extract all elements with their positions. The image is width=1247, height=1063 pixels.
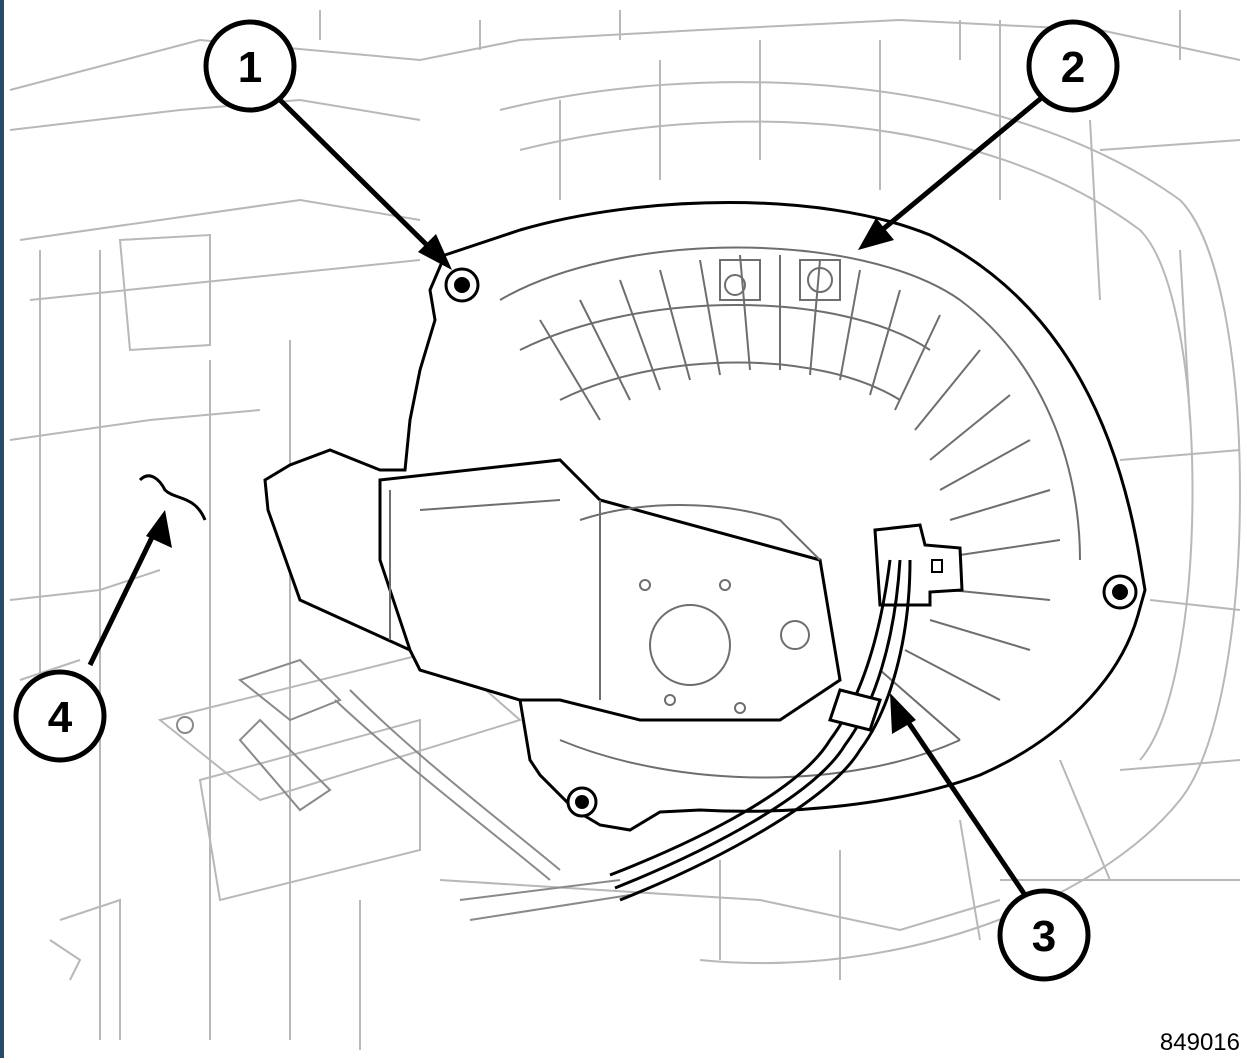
- mounting-screws: [444, 267, 1138, 818]
- arrow-2: [868, 93, 1047, 242]
- arrow-1: [273, 93, 442, 260]
- frame-edge: [0, 0, 4, 1058]
- wiring-harness: [176, 658, 631, 921]
- callout-1-label: 1: [238, 43, 262, 92]
- callout-4-label: 4: [48, 693, 73, 742]
- locator-tab: [138, 474, 207, 521]
- callout-1: 1: [203, 19, 297, 113]
- callout-2: 2: [1026, 19, 1120, 113]
- arrow-3: [897, 708, 1028, 897]
- electrical-connector: [609, 523, 964, 902]
- hvac-housing-background: [9, 10, 1241, 1050]
- blower-motor-assembly: [263, 201, 1147, 832]
- callout-3: 3: [997, 888, 1091, 982]
- callout-3-label: 3: [1032, 912, 1056, 961]
- arrow-4: [87, 523, 161, 667]
- figure-id: 849016: [1160, 1029, 1240, 1056]
- callout-2-label: 2: [1061, 43, 1085, 92]
- leader-arrows: [87, 93, 1047, 897]
- callout-4: 4: [13, 669, 107, 763]
